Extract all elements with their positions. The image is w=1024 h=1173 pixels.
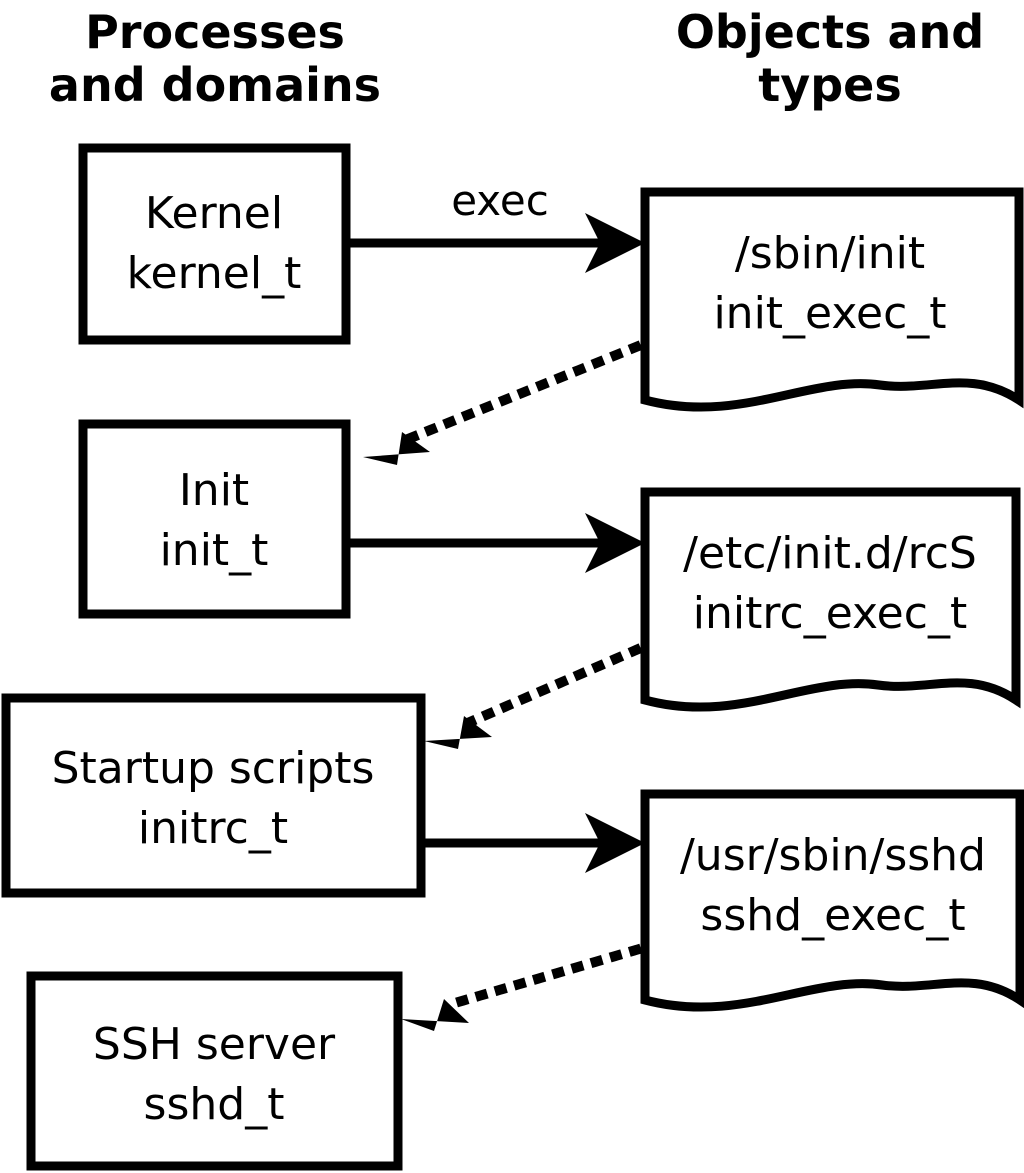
right-header-line2: types xyxy=(758,58,901,112)
node-box[interactable] xyxy=(78,419,351,619)
node-label-line1: SSH server xyxy=(93,1019,336,1070)
node-startup-scripts[interactable]: Startup scripts initrc_t xyxy=(1,693,426,898)
node-label-line2: initrc_t xyxy=(138,803,288,854)
edge-init-exec-transition-init xyxy=(363,340,643,465)
left-header-line2: and domains xyxy=(49,58,381,112)
node-box[interactable] xyxy=(26,971,403,1171)
arrow-head-icon xyxy=(585,513,645,573)
node-document-shape[interactable] xyxy=(640,789,1024,1012)
node-label-line2: init_exec_t xyxy=(713,288,946,339)
edge-line xyxy=(441,943,643,1012)
node-usr-sbin-sshd[interactable]: /usr/sbin/sshd sshd_exec_t xyxy=(640,789,1024,1012)
node-label-line1: Kernel xyxy=(145,188,283,239)
node-label-line1: /sbin/init xyxy=(735,228,925,279)
edge-init-exec-initrc-exec xyxy=(350,513,645,573)
left-header-line1: Processes xyxy=(85,5,345,59)
left-column-header: Processes and domains xyxy=(49,5,381,112)
node-label-line2: kernel_t xyxy=(127,248,302,299)
node-label-line2: sshd_exec_t xyxy=(700,890,965,941)
edge-label-exec: exec xyxy=(451,176,549,225)
node-box[interactable] xyxy=(78,143,351,345)
node-label-line2: init_t xyxy=(160,525,269,576)
edge-initrc-exec-sshd-exec xyxy=(425,813,645,873)
edge-line xyxy=(463,643,643,729)
node-box[interactable] xyxy=(1,693,426,898)
right-column-header: Objects and types xyxy=(676,5,984,112)
node-ssh-server[interactable]: SSH server sshd_t xyxy=(26,971,403,1171)
arrow-head-icon xyxy=(585,813,645,873)
arrow-head-icon xyxy=(585,213,645,273)
edge-initrc-exec-transition-initrc xyxy=(424,643,643,749)
edge-line xyxy=(401,340,643,446)
node-document-shape[interactable] xyxy=(640,187,1024,412)
right-header-line1: Objects and xyxy=(676,5,984,59)
arrow-head-icon xyxy=(424,716,492,749)
edge-kernel-exec-init-exec: exec xyxy=(350,176,645,273)
node-label-line2: initrc_exec_t xyxy=(693,588,967,639)
node-document-shape[interactable] xyxy=(640,487,1021,712)
node-label-line1: /usr/sbin/sshd xyxy=(680,830,986,881)
arrow-head-icon xyxy=(363,432,430,465)
node-label-line2: sshd_t xyxy=(144,1079,285,1130)
edge-sshd-exec-transition-sshd xyxy=(401,943,643,1031)
node-etc-initd-rcs[interactable]: /etc/init.d/rcS initrc_exec_t xyxy=(640,487,1021,712)
node-sbin-init[interactable]: /sbin/init init_exec_t xyxy=(640,187,1024,412)
node-label-line1: Init xyxy=(179,465,249,516)
arrow-head-icon xyxy=(401,999,469,1031)
node-init[interactable]: Init init_t xyxy=(78,419,351,619)
node-label-line1: /etc/init.d/rcS xyxy=(683,528,977,579)
node-kernel[interactable]: Kernel kernel_t xyxy=(78,143,351,345)
node-label-line1: Startup scripts xyxy=(52,743,375,794)
